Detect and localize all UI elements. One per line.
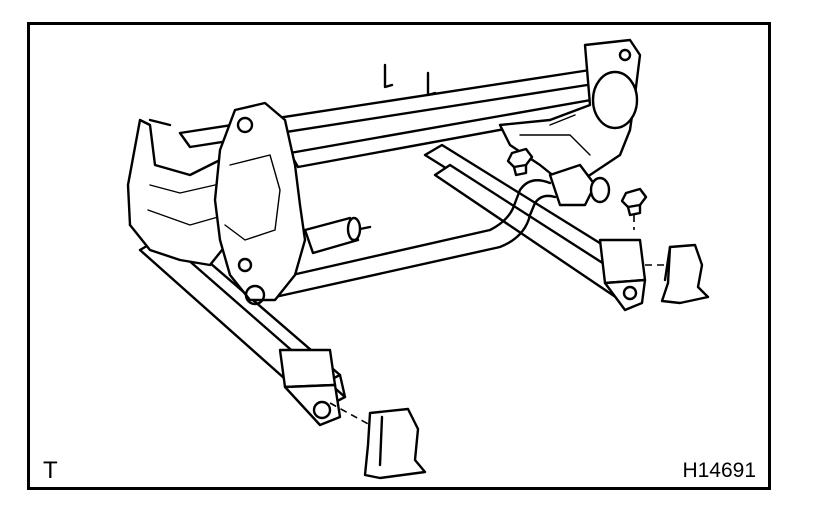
right-seat-rail <box>423 143 647 312</box>
left-recliner-mechanism <box>126 101 307 306</box>
seat-motor <box>303 216 372 255</box>
right-recliner-bracket <box>498 38 642 207</box>
seat-frame-assembly-drawing <box>126 38 710 480</box>
nut-right <box>620 187 648 230</box>
nut-left <box>506 147 534 177</box>
front-left-mount-bracket <box>329 402 427 480</box>
figure-code: H14691 <box>682 459 756 482</box>
front-right-mount-bracket <box>645 243 710 305</box>
illustration-frame: T H14691 <box>27 22 771 490</box>
front-cross-tube <box>268 179 557 299</box>
corner-code: T <box>43 457 58 484</box>
top-hooks <box>148 63 437 127</box>
